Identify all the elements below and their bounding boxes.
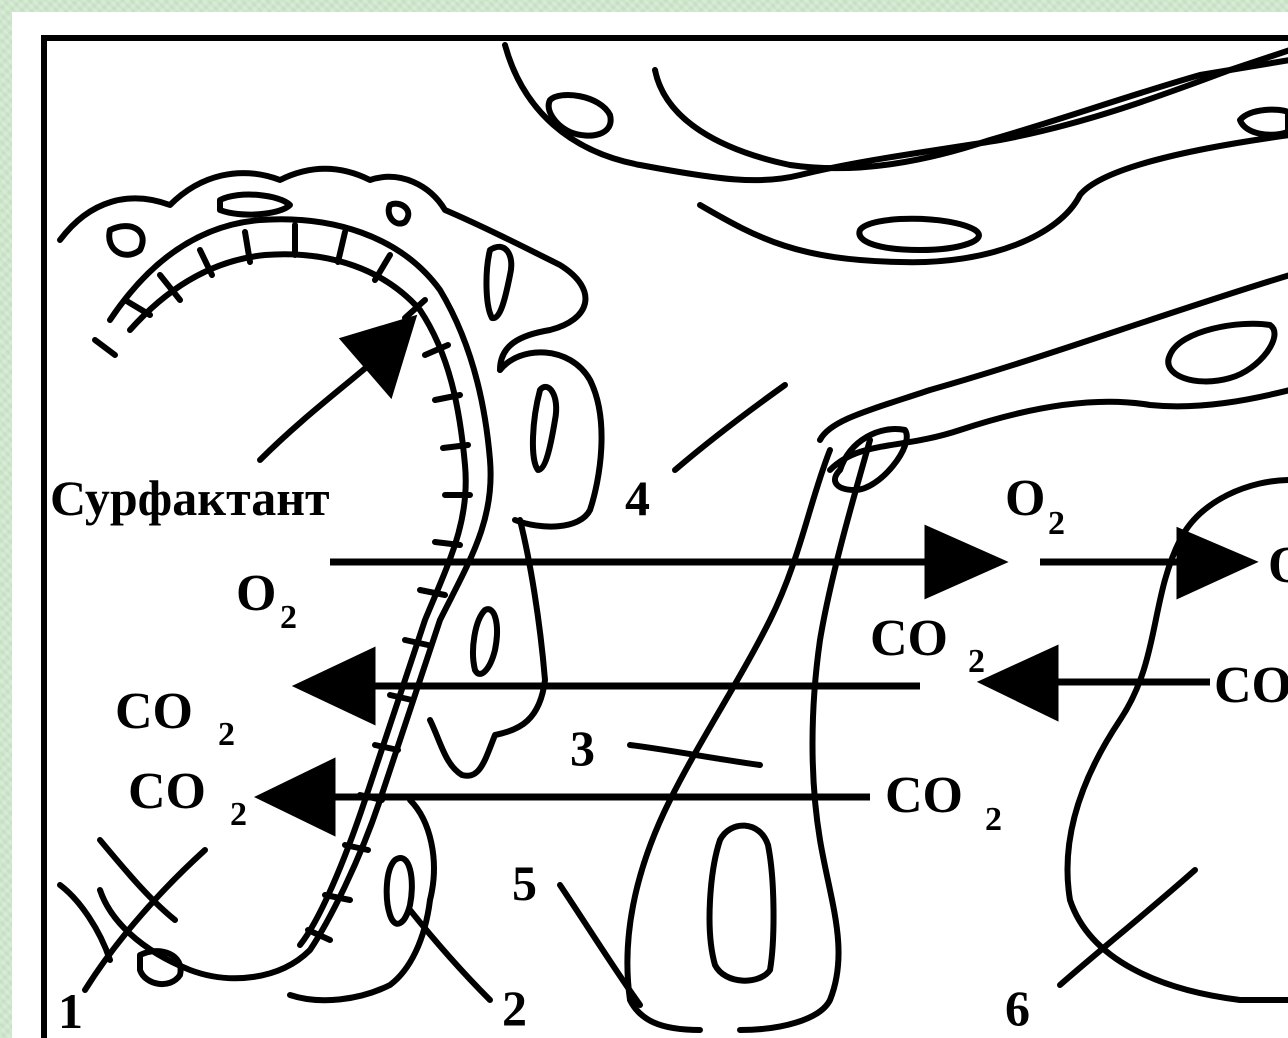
svg-text:2: 2 [1048,505,1065,542]
svg-text:CO: CO [128,763,206,820]
endothelial-cell [627,440,870,1030]
co2-label-left-lower: CO 2 [128,763,247,833]
o2-label-left: O 2 [236,565,297,636]
svg-text:CO: CO [115,683,193,740]
diagram-frame [44,38,1288,1038]
svg-text:2: 2 [280,599,297,636]
svg-text:CO: CO [885,767,963,824]
o2-arrowhead-1 [928,530,1000,594]
co2-arrowhead-1 [300,652,372,720]
svg-text:O: O [1268,537,1288,594]
svg-text:2: 2 [985,801,1002,838]
pointer-2 [410,910,490,1000]
co2-arrowhead-3 [262,763,332,831]
svg-text:O: O [236,565,276,622]
co2-label-left-upper: CO 2 [115,683,235,753]
co2-arrowhead-2 [985,650,1055,716]
svg-text:2: 2 [230,796,247,833]
svg-text:2: 2 [968,643,985,680]
label-number-1: 1 [58,983,83,1038]
svg-text:CO: CO [870,610,948,667]
right-capillary-wall [820,275,1288,490]
co2-label-center-lower: CO 2 [885,767,1002,838]
co2-label-edge: CO [1214,657,1288,714]
surfactant-label: Сурфактант [50,470,330,526]
o2-label-edge: O [1268,537,1288,594]
surfactant-pointer [260,360,375,460]
co2-label-center: CO 2 [870,610,985,680]
top-capillary [505,45,1288,262]
o2-arrowhead-2 [1180,532,1250,594]
svg-text:CO: CO [1214,657,1288,714]
pointer-4 [675,385,785,470]
o2-label-right: O 2 [1005,470,1065,542]
label-number-3: 3 [570,720,595,776]
label-number-5: 5 [512,855,537,911]
label-number-4: 4 [625,470,650,526]
svg-text:2: 2 [218,716,235,753]
svg-text:O: O [1005,470,1045,527]
label-number-6: 6 [1005,980,1030,1036]
surfactant-arrowhead [345,320,412,392]
label-number-2: 2 [502,980,527,1036]
